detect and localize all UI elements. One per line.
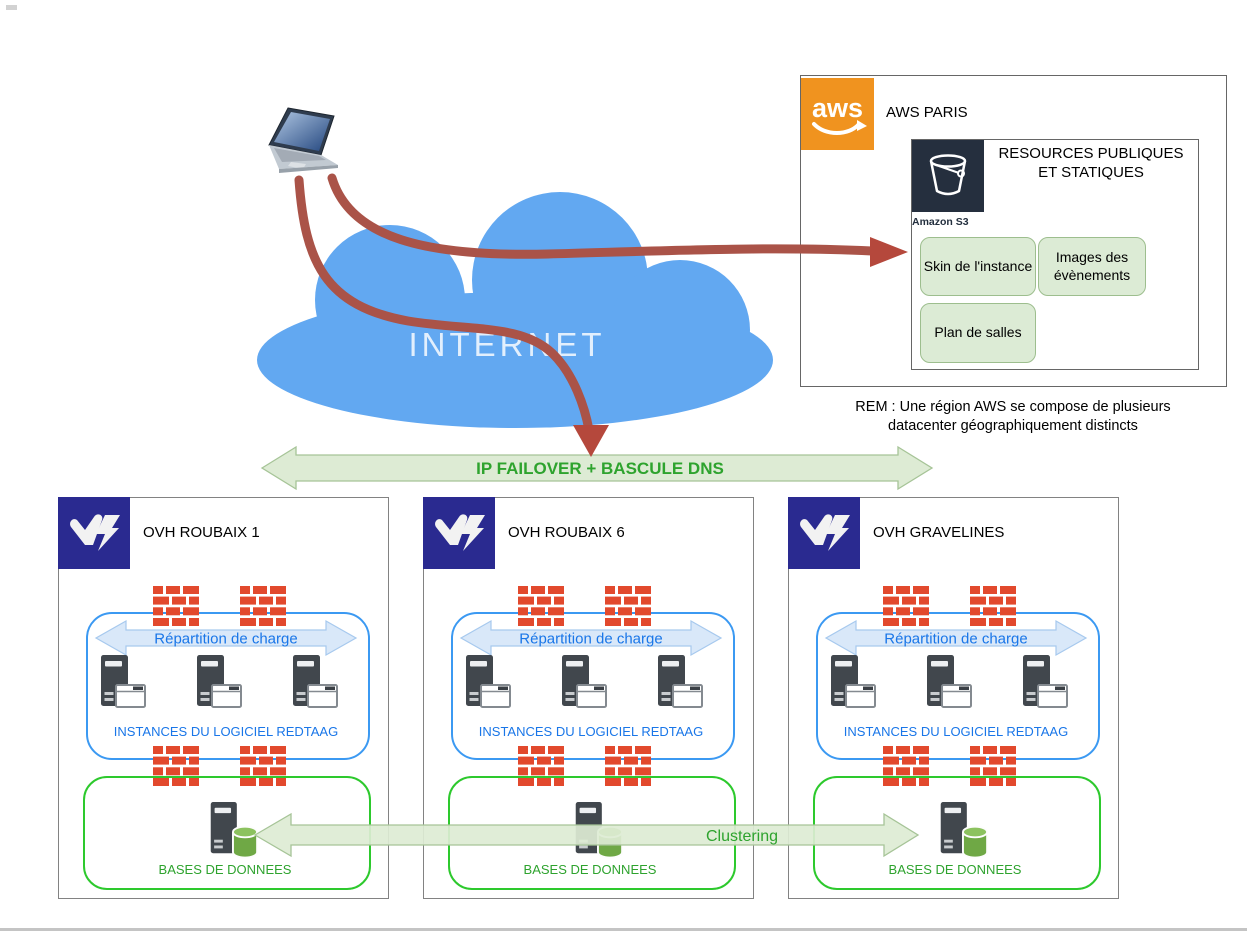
corner-artifact xyxy=(6,5,17,10)
load-balancing-arrow: Répartition de charge xyxy=(824,619,1088,657)
instances-label: INSTANCES DU LOGICIEL REDTAAG xyxy=(478,724,704,739)
resources-title-line2: ET STATIQUES xyxy=(1038,163,1144,181)
load-balancing-arrow: Répartition de charge xyxy=(94,619,358,657)
datacenter-title: OVH ROUBAIX 1 xyxy=(143,524,260,541)
aws-region-label: AWS PARIS xyxy=(886,104,968,121)
instances-label: INSTANCES DU LOGICIEL REDTAAG xyxy=(843,724,1069,739)
resource-images-evenements: Images des évènements xyxy=(1038,237,1146,296)
resources-title: RESOURCES PUBLIQUES ET STATIQUES xyxy=(988,145,1194,183)
app-server-icon xyxy=(1022,655,1068,713)
datacenter-title: OVH GRAVELINES xyxy=(873,524,1005,541)
amazon-s3-icon xyxy=(912,140,984,212)
database-server-icon xyxy=(935,802,989,860)
app-server-icon xyxy=(830,655,876,713)
firewall-icon xyxy=(518,746,564,788)
datacenter-ovh-roubaix-1: OVH ROUBAIX 1 Répartition de charge INST… xyxy=(58,497,389,899)
resource-plan-salles: Plan de salles xyxy=(920,303,1036,363)
instances-label: INSTANCES DU LOGICIEL REDTAAG xyxy=(113,724,339,739)
datacenter-title: OVH ROUBAIX 6 xyxy=(508,524,625,541)
failover-label: IP FAILOVER + BASCULE DNS xyxy=(476,459,724,478)
app-server-icon xyxy=(100,655,146,713)
app-server-icon xyxy=(292,655,338,713)
resource-skin-instance: Skin de l'instance xyxy=(920,237,1036,296)
app-server-icon xyxy=(196,655,242,713)
ovh-logo-icon xyxy=(423,497,495,569)
firewall-icon xyxy=(240,746,286,788)
database-label: BASES DE DONNEES xyxy=(523,862,657,877)
app-server-icon xyxy=(657,655,703,713)
ovh-logo-icon xyxy=(58,497,130,569)
app-server-icon xyxy=(926,655,972,713)
database-label: BASES DE DONNEES xyxy=(888,862,1022,877)
aws-note-line1: REM : Une région AWS se compose de plusi… xyxy=(855,399,1171,415)
app-server-icon xyxy=(465,655,511,713)
load-balancing-label: Répartition de charge xyxy=(154,631,297,648)
resources-title-line1: RESOURCES PUBLIQUES xyxy=(998,145,1184,162)
firewall-icon xyxy=(153,746,199,788)
firewall-icon xyxy=(605,746,651,788)
aws-logo-icon: aws xyxy=(801,78,874,150)
database-server-icon xyxy=(205,802,259,860)
load-balancing-label: Répartition de charge xyxy=(884,631,1027,648)
datacenter-ovh-roubaix-6: OVH ROUBAIX 6 Répartition de charge INST… xyxy=(423,497,754,899)
firewall-icon xyxy=(970,746,1016,788)
datacenter-ovh-gravelines: OVH GRAVELINES Répartition de charge INS… xyxy=(788,497,1119,899)
database-server-icon xyxy=(570,802,624,860)
aws-logo-text: aws xyxy=(812,93,863,123)
amazon-s3-label: Amazon S3 xyxy=(912,216,969,228)
database-label: BASES DE DONNEES xyxy=(158,862,292,877)
load-balancing-arrow: Répartition de charge xyxy=(459,619,723,657)
image-bottom-edge xyxy=(0,928,1247,931)
aws-region-note: REM : Une région AWS se compose de plusi… xyxy=(801,398,1225,436)
aws-note-line2: datacenter géographiquement distincts xyxy=(888,417,1138,434)
app-server-icon xyxy=(561,655,607,713)
firewall-icon xyxy=(883,746,929,788)
laptop-icon xyxy=(268,107,338,173)
ovh-logo-icon xyxy=(788,497,860,569)
load-balancing-label: Répartition de charge xyxy=(519,631,662,648)
